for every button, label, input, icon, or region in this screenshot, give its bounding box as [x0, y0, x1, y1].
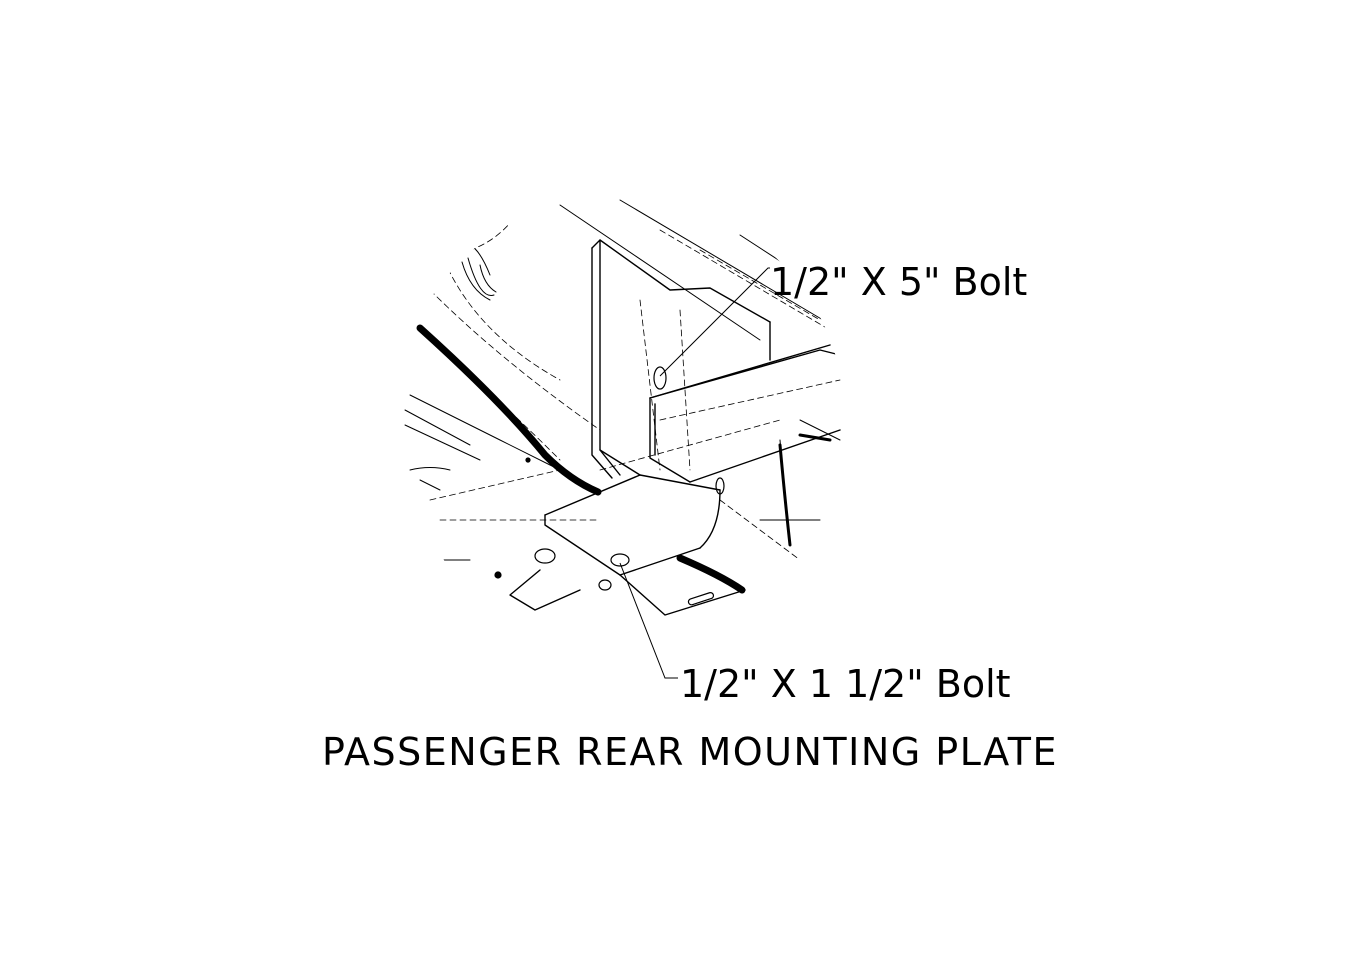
- cross-member: [649, 344, 841, 483]
- slot: [687, 592, 715, 606]
- hoses: [416, 324, 746, 594]
- bottom-bolt-label: 1/2" X 1 1/2" Bolt: [680, 662, 1011, 706]
- top-bolt-hole: [653, 366, 667, 390]
- leader-lines: [619, 267, 770, 679]
- bottom-bolt-hole: [610, 553, 630, 567]
- bolt-holes: [494, 366, 725, 606]
- vertical-bracket: [591, 239, 771, 479]
- cable: [778, 433, 832, 547]
- channel-hole: [715, 477, 725, 495]
- top-bolt-label: 1/2" X 5" Bolt: [770, 260, 1027, 304]
- detail-view: [404, 199, 841, 616]
- drawing-caption: PASSENGER REAR MOUNTING PLATE: [322, 730, 1058, 774]
- mounting-plate: [509, 474, 746, 616]
- plate-hole: [534, 548, 556, 564]
- bottom-bolt-leader: [619, 562, 678, 679]
- top-bolt-leader: [659, 267, 770, 377]
- background-structure: [404, 199, 841, 561]
